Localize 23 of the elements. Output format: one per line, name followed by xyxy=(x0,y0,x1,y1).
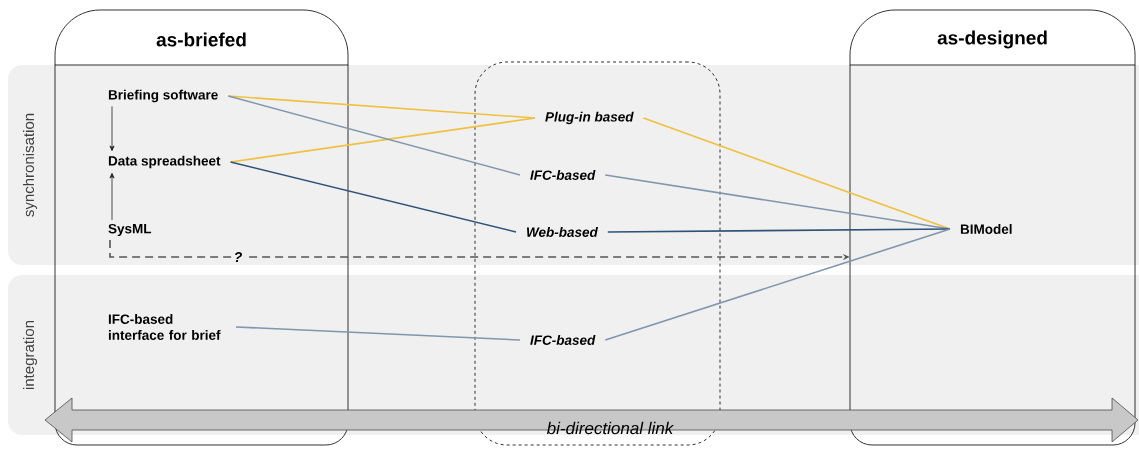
band-label: synchronisation xyxy=(23,113,37,217)
text-label: Data spreadsheet xyxy=(108,155,221,169)
connector xyxy=(604,228,951,341)
dashed-box xyxy=(474,61,721,446)
text-label: Web-based xyxy=(527,227,598,237)
text-label: IFC-based xyxy=(530,335,596,345)
connector xyxy=(235,326,521,341)
connector xyxy=(109,105,115,152)
connector xyxy=(229,161,517,233)
connector xyxy=(227,95,521,176)
connector xyxy=(229,117,536,163)
connector xyxy=(607,228,951,233)
connector xyxy=(109,172,115,221)
text-label: Briefing software xyxy=(108,89,218,103)
arrow-label: bi-directional link xyxy=(546,421,674,435)
connector xyxy=(227,95,536,119)
band-label: integration xyxy=(23,320,37,389)
text-label: SysML xyxy=(108,223,152,237)
text-label: IFC-based interface for brief xyxy=(108,314,221,340)
text-label: Plug-in based xyxy=(545,111,634,125)
text-label: IFC-based xyxy=(530,170,596,180)
connector xyxy=(642,117,951,230)
text-label: BIModel xyxy=(960,224,1012,234)
